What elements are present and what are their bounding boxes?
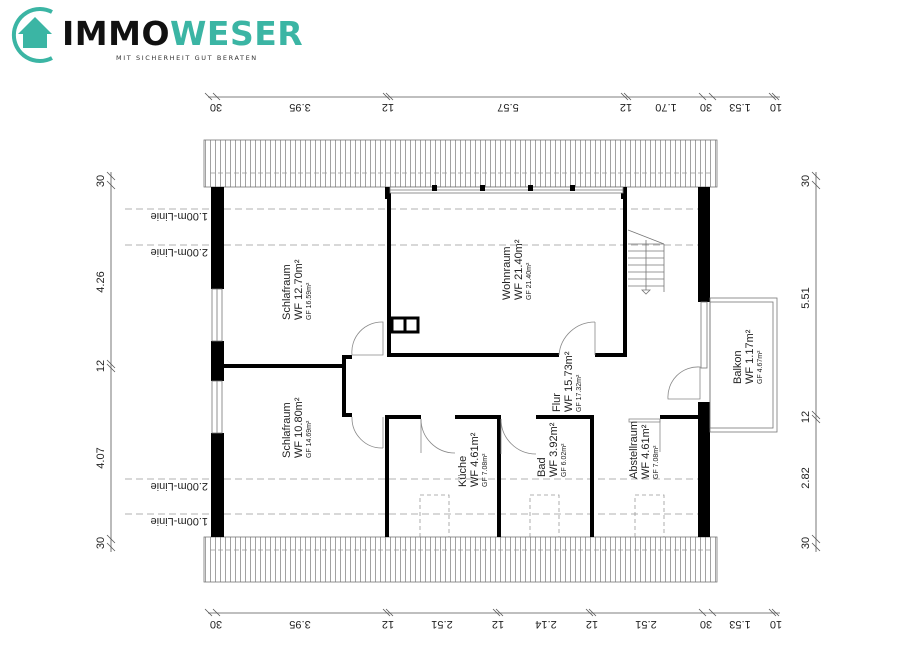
svg-text:Wohnraum: Wohnraum: [501, 246, 513, 300]
svg-text:12: 12: [382, 101, 394, 113]
svg-text:30: 30: [700, 618, 712, 630]
svg-text:GF 7.08m²: GF 7.08m²: [482, 453, 489, 487]
svg-text:Schlafraum: Schlafraum: [281, 402, 293, 458]
svg-text:1.53: 1.53: [729, 101, 750, 113]
room-label-flur: Flur WF 15.73m² GF 17.32m²: [551, 351, 583, 412]
svg-text:4.07: 4.07: [95, 447, 107, 468]
dimension-bottom: 30 3.95 12 2.51 12 2.14 12 2.51 30 1.53 …: [204, 608, 782, 630]
svg-text:Schlafraum: Schlafraum: [281, 264, 293, 320]
balcony: [709, 297, 778, 433]
svg-text:WF 21.40m²: WF 21.40m²: [513, 239, 525, 300]
svg-text:Balkon: Balkon: [732, 350, 744, 384]
height-line-label: 1.00m-Linie: [151, 515, 208, 527]
svg-text:10: 10: [770, 618, 782, 630]
svg-text:5.57: 5.57: [497, 101, 518, 113]
room-label-wohnraum: Wohnraum WF 21.40m² GF 21.40m²: [501, 239, 533, 300]
brand-tagline: MIT SICHERHEIT GUT BERATEN: [116, 54, 258, 62]
svg-text:12: 12: [492, 618, 504, 630]
skylights: [419, 494, 665, 537]
svg-text:10: 10: [770, 101, 782, 113]
roof-top: [203, 139, 718, 188]
svg-text:1.70: 1.70: [655, 101, 676, 113]
stairs: [627, 229, 665, 295]
svg-text:WF 10.80m²: WF 10.80m²: [293, 397, 305, 458]
svg-text:GF 16.59m²: GF 16.59m²: [306, 282, 313, 320]
dimension-right: 30 5.51 12 2.82 30: [800, 171, 821, 552]
room-label-schlafraum-1: Schlafraum WF 12.70m² GF 16.59m²: [281, 259, 313, 320]
svg-text:GF 4.67m²: GF 4.67m²: [757, 350, 764, 384]
svg-text:WF 1.17m²: WF 1.17m²: [744, 329, 756, 384]
svg-text:4.26: 4.26: [95, 271, 107, 292]
svg-text:1.53: 1.53: [729, 618, 750, 630]
svg-text:Abstellraum: Abstellraum: [628, 421, 640, 479]
svg-text:WF 4.61m²: WF 4.61m²: [640, 424, 652, 479]
roof-bottom: [203, 536, 718, 583]
brand-name: IMMOWESER: [62, 16, 303, 52]
brand-logo: IMMOWESER MIT SICHERHEIT GUT BERATEN: [4, 4, 303, 66]
svg-text:2.51: 2.51: [431, 618, 452, 630]
windows: [211, 186, 708, 434]
svg-text:GF 21.40m²: GF 21.40m²: [526, 262, 533, 300]
height-lines: [125, 208, 708, 515]
dimension-left: 30 4.26 12 4.07 30: [95, 171, 116, 552]
svg-text:3.95: 3.95: [289, 618, 310, 630]
svg-text:12: 12: [586, 618, 598, 630]
svg-text:30: 30: [800, 537, 812, 549]
svg-text:WF 12.70m²: WF 12.70m²: [293, 259, 305, 320]
brand-name-part2: WESER: [170, 14, 304, 53]
svg-text:12: 12: [620, 101, 632, 113]
window-posts: [432, 185, 575, 191]
svg-text:30: 30: [800, 175, 812, 187]
house-logo-icon: [11, 7, 53, 63]
room-label-abstellraum: Abstellraum WF 4.61m² GF 7.08m²: [628, 421, 660, 479]
svg-text:3.95: 3.95: [289, 101, 310, 113]
svg-text:12: 12: [800, 411, 812, 423]
svg-text:GF 7.08m²: GF 7.08m²: [653, 445, 660, 479]
svg-text:WF 4.61m²: WF 4.61m²: [469, 432, 481, 487]
doors: [351, 321, 701, 455]
svg-text:30: 30: [210, 618, 222, 630]
svg-text:30: 30: [700, 101, 712, 113]
height-line-label: 1.00m-Linie: [151, 210, 208, 222]
brand-name-part1: IMMO: [62, 14, 171, 53]
svg-text:2.51: 2.51: [635, 618, 656, 630]
height-line-label: 2.00m-Linie: [151, 246, 208, 258]
svg-text:Küche: Küche: [457, 456, 469, 487]
room-label-schlafraum-2: Schlafraum WF 10.80m² GF 14.69m²: [281, 397, 313, 458]
svg-text:WF 15.73m²: WF 15.73m²: [563, 351, 575, 412]
room-label-balkon: Balkon WF 1.17m² GF 4.67m²: [732, 329, 764, 384]
height-line-label: 2.00m-Linie: [151, 480, 208, 492]
svg-text:GF 14.69m²: GF 14.69m²: [306, 420, 313, 458]
svg-text:GF 6.02m²: GF 6.02m²: [561, 443, 568, 477]
svg-text:2.14: 2.14: [535, 618, 556, 630]
svg-text:5.51: 5.51: [800, 287, 812, 308]
dimension-top: 30 3.95 12 5.57 12 1.70 30 1.53 10: [204, 92, 782, 113]
svg-text:12: 12: [382, 618, 394, 630]
walls: [211, 187, 710, 537]
svg-text:WF 3.92m²: WF 3.92m²: [548, 422, 560, 477]
svg-text:30: 30: [95, 537, 107, 549]
svg-text:30: 30: [210, 101, 222, 113]
svg-text:12: 12: [95, 360, 107, 372]
room-label-bad: Bad WF 3.92m² GF 6.02m²: [536, 422, 568, 477]
svg-text:Bad: Bad: [536, 457, 548, 477]
room-label-kueche: Küche WF 4.61m² GF 7.08m²: [457, 432, 489, 487]
svg-text:2.82: 2.82: [800, 467, 812, 488]
svg-text:30: 30: [95, 175, 107, 187]
svg-text:GF 17.32m²: GF 17.32m²: [576, 374, 583, 412]
svg-text:Flur: Flur: [551, 393, 563, 412]
